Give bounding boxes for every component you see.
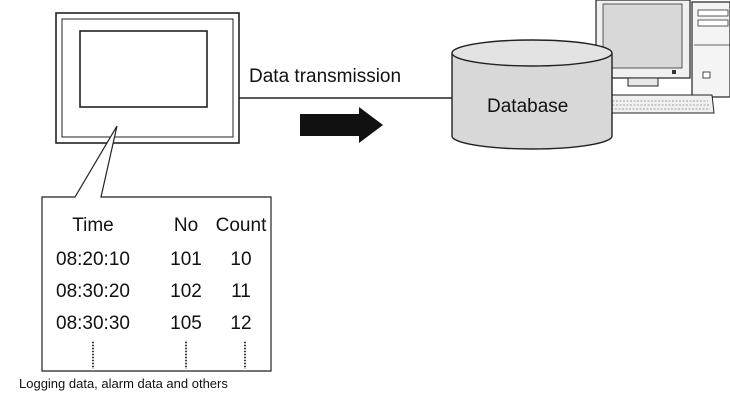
cell-time: 08:30:30 [56,313,130,334]
continuation-dots [185,341,187,369]
table-header-row: Time No Count [43,215,271,241]
arrow-right-icon [300,107,383,143]
touch-panel-icon [55,12,240,144]
callout-box [41,125,272,372]
desktop-computer-icon [595,0,730,114]
cell-count: 12 [230,313,252,334]
cell-time: 08:20:10 [56,249,130,270]
column-header-time: Time [72,215,114,236]
cell-count: 11 [231,281,251,302]
cell-time: 08:30:20 [56,281,130,302]
column-header-count: Count [215,215,267,236]
cell-no: 105 [170,313,202,334]
continuation-dots [244,341,246,369]
cell-count: 10 [230,249,252,270]
table-row: 08:30:20 102 11 [43,281,271,307]
data-transmission-label: Data transmission [249,66,402,87]
database-label: Database [487,96,569,117]
cell-no: 101 [170,249,202,270]
column-header-no: No [173,215,199,236]
database-cylinder-icon [451,39,613,150]
table-row: 08:20:10 101 10 [43,249,271,275]
table-row: 08:30:30 105 12 [43,313,271,339]
cell-no: 102 [170,281,202,302]
caption-text: Logging data, alarm data and others [19,376,228,391]
continuation-dots [92,341,94,369]
